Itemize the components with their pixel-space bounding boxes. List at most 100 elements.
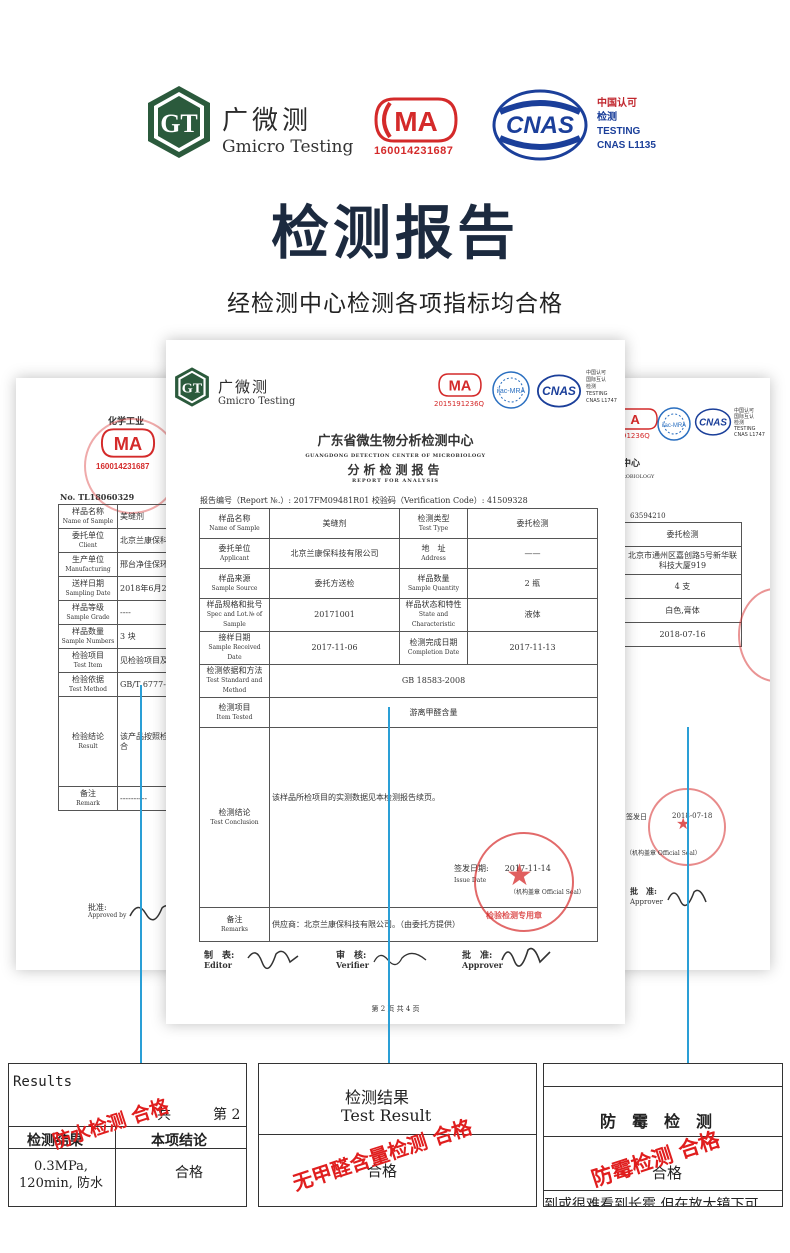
right-side-stamp	[738, 588, 770, 682]
main-issue-en: Issue Date	[454, 877, 487, 884]
main-row-value2: 液体	[467, 598, 598, 632]
right-row-value: 4 支	[623, 574, 742, 599]
cnas-text: 中国认可 检测 TESTING CNAS L1135	[597, 98, 656, 151]
main-cnas-icon: CNAS	[536, 374, 582, 408]
svg-text:A: A	[630, 412, 640, 427]
connector-line-left	[140, 685, 142, 1063]
main-verifier-label: 审 核:	[336, 951, 367, 961]
main-report-document: GT 广微测 Gmicro Testing MA 2015191236Q ila…	[166, 340, 625, 1024]
right-table-row: 白色,膏体	[618, 598, 742, 623]
right-table-row: 2018-07-16	[618, 622, 742, 647]
main-ilac-icon: ilac-MRA	[492, 371, 530, 409]
callout3-divider	[544, 1136, 782, 1137]
callout-formaldehyde: 检测结果 Test Result 合格 无甲醛含量检测 合格	[258, 1063, 537, 1207]
right-table-row: 委托检测	[618, 522, 742, 547]
right-row-value: 北京市通州区嘉创路5号新华联科技大厦919	[623, 546, 742, 575]
connector-line-middle	[388, 707, 390, 1063]
callout1-val1: 0.3MPa, 120min, 防水	[19, 1159, 103, 1191]
right-table-row: 4 支	[618, 574, 742, 599]
callout1-col1: 检测结果	[27, 1133, 83, 1149]
main-editor-en: Editor	[204, 960, 232, 970]
main-approver-signature-icon	[501, 947, 551, 967]
callout1-val2: 合格	[175, 1165, 203, 1181]
callout1-vdivider	[115, 1126, 116, 1206]
page-title: 检测报告	[270, 199, 519, 267]
svg-text:CNAS: CNAS	[542, 384, 576, 398]
callout2-head-en: Test Result	[341, 1106, 432, 1125]
right-date: 2018-07-18	[672, 812, 713, 820]
main-org-en: GUANGDONG DETECTION CENTER OF MICROBIOLO…	[305, 453, 486, 459]
callout-antimould: 防 霉 检 测 合格 到或很难看到长霉,但在放大镜下可 防霉检测 合格	[543, 1063, 783, 1207]
main-verifier-signature-icon	[373, 952, 427, 966]
callout1-divider	[9, 1126, 246, 1127]
right-seal: （机构盖章 Official Seal）	[626, 850, 701, 857]
right-report-document: A 91236Q ilac-MRA CNAS 中国认可 国际互认 检测 TEST…	[618, 378, 770, 970]
svg-text:MA: MA	[449, 379, 472, 395]
callout1-results-en: Results	[13, 1074, 73, 1090]
main-gt-en: Gmicro Testing	[218, 396, 296, 407]
main-row-value2: 委托检测	[467, 508, 598, 539]
callout1-page-text2: 第 2	[213, 1107, 241, 1123]
cma-logo-icon: MA	[374, 97, 458, 143]
gt-logo-cn: 广微测	[222, 106, 313, 136]
main-gt-logo-icon: GT	[175, 367, 209, 407]
main-approver-label: 批 准:	[462, 951, 493, 961]
svg-text:GT: GT	[182, 380, 203, 396]
right-org-en: ROBIOLOGY	[622, 474, 655, 480]
right-row-value: 2018-07-16	[623, 622, 742, 647]
left-approved-en: Approved by	[88, 912, 127, 919]
right-approver-en: Approver	[630, 898, 664, 906]
main-conclusion-text: 该样品所检项目的实测数据见本检测报告续页。	[272, 793, 440, 802]
main-org-cn: 广东省微生物分析检测中心	[317, 434, 474, 449]
svg-text:ilac-MRA: ilac-MRA	[662, 423, 686, 429]
main-row-value: 20171001	[269, 598, 400, 632]
callout-waterproof: Results 共 第 2 检测结果 本项结论 0.3MPa, 120min, …	[8, 1063, 247, 1207]
main-report-no: 报告编号（Report №.）: 2017FM09481R01 校验码（Veri…	[200, 496, 528, 505]
right-cnas-icon: CNAS	[694, 408, 732, 436]
main-cma-number: 2015191236Q	[434, 400, 485, 408]
callout3-value: 合格	[652, 1164, 683, 1182]
callout1-divider2	[9, 1148, 246, 1149]
cnas-logo-icon: CNAS	[492, 89, 588, 161]
svg-text:ilac-MRA: ilac-MRA	[497, 388, 526, 395]
main-row-value: 美缝剂	[269, 508, 400, 539]
left-approved-label: 批准:	[88, 903, 107, 912]
callout2-divider	[259, 1134, 536, 1135]
main-approver-en: Approver	[462, 960, 503, 970]
right-issue: 签发日	[626, 813, 647, 821]
right-row-value: 委托检测	[623, 522, 742, 547]
right-approver-label: 批 准:	[630, 886, 657, 896]
connector-line-right	[687, 727, 689, 1063]
main-row-value: 北京兰康保科技有限公司	[269, 538, 400, 569]
left-report-document: 化学工业 MA 160014231687 No. TL18060329 样品名称…	[16, 378, 186, 970]
main-item-row-value: 游离甲醛含量	[269, 697, 598, 728]
right-cnas-text: 中国认可 国际互认 检测 TESTING CNAS L1747	[734, 408, 765, 438]
cma-number: 160014231687	[374, 145, 454, 157]
main-editor-label: 制 表:	[204, 951, 235, 961]
right-cma-icon: A	[618, 408, 658, 430]
main-cnas-text: 中国认可 国际互认 检测 TESTING CNAS L1747	[586, 370, 617, 404]
right-cma-number: 91236Q	[622, 432, 650, 440]
main-editor-signature-icon	[247, 950, 299, 970]
